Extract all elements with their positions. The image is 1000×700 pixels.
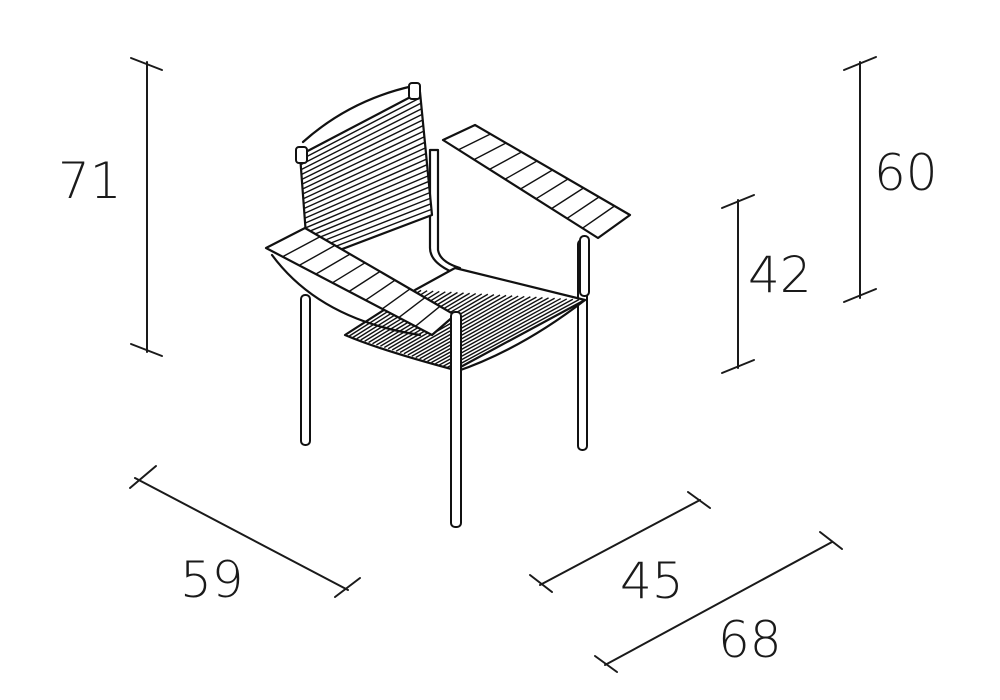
right-armrest: [441, 123, 632, 240]
weave-strand: [300, 108, 422, 171]
dimension-label-71: 71: [58, 152, 122, 210]
weave-strand: [298, 244, 336, 267]
weave-strand: [566, 196, 600, 219]
weave-strand: [504, 160, 538, 180]
dimension-overall-depth: 68: [594, 531, 843, 673]
weave-strand: [304, 169, 428, 224]
front-left-leg: [450, 311, 462, 528]
back-left-leg: [300, 294, 311, 446]
weave-strand: [414, 305, 441, 327]
weave-strand: [427, 296, 543, 362]
backrest-right-cap: [408, 82, 421, 100]
weave-strand: [300, 96, 421, 161]
weave-strand: [302, 136, 425, 195]
weave-strand: [302, 141, 426, 200]
dimension-label-68: 68: [718, 611, 782, 669]
weave-strand: [489, 151, 522, 171]
seat-front-rail: [453, 298, 587, 374]
weave-strand: [551, 187, 584, 210]
weave-strand: [450, 299, 580, 370]
weave-strand: [301, 124, 424, 185]
dimension-armrest-height: 60: [843, 56, 938, 303]
weave-strand: [303, 152, 427, 210]
weave-strand: [305, 186, 430, 239]
backrest: [298, 90, 434, 264]
weave-strand: [315, 253, 351, 275]
weave-strand: [535, 178, 569, 200]
weave-strand: [520, 169, 553, 190]
weave-strand: [282, 236, 321, 258]
backrest-top-rail: [301, 84, 415, 144]
weave-strand: [303, 147, 426, 205]
weave-strand: [306, 197, 431, 249]
weave-strand: [305, 180, 429, 234]
weave-strand: [301, 119, 424, 180]
weave-strand: [300, 102, 422, 166]
weave-strand: [398, 297, 426, 319]
weave-strand: [582, 205, 615, 229]
chair-illustration: [264, 82, 632, 528]
dimension-label-59: 59: [180, 551, 244, 609]
right-arm-support: [428, 148, 462, 274]
dimension-overall-height: 71: [58, 57, 163, 357]
backrest-left-cap: [295, 146, 308, 164]
front-right-post: [579, 235, 590, 297]
weave-strand: [446, 298, 574, 369]
weave-strand: [304, 164, 428, 219]
weave-strand: [458, 133, 491, 151]
weave-strand: [306, 191, 431, 244]
weave-strand: [302, 130, 425, 190]
weave-strand: [301, 113, 423, 176]
dimension-width: 59: [129, 465, 361, 609]
weave-strand: [305, 175, 429, 229]
dimension-label-60: 60: [874, 144, 938, 202]
weave-strand: [348, 270, 381, 293]
weave-strand: [442, 298, 568, 367]
weave-strand: [411, 295, 519, 357]
weave-strand: [332, 262, 366, 284]
weave-strand: [415, 295, 525, 359]
weave-strand: [365, 279, 396, 301]
weave-strand: [304, 158, 427, 215]
left-arm-rail: [270, 253, 422, 337]
dimension-label-45: 45: [620, 552, 684, 610]
weave-strand: [473, 142, 507, 161]
dimension-label-42: 42: [748, 246, 812, 304]
weave-strand: [381, 288, 411, 310]
weave-strand: [423, 296, 537, 361]
dimension-seat-height: 42: [721, 194, 812, 374]
weave-strand: [419, 296, 531, 360]
dimension-seat-depth: 45: [529, 491, 711, 610]
